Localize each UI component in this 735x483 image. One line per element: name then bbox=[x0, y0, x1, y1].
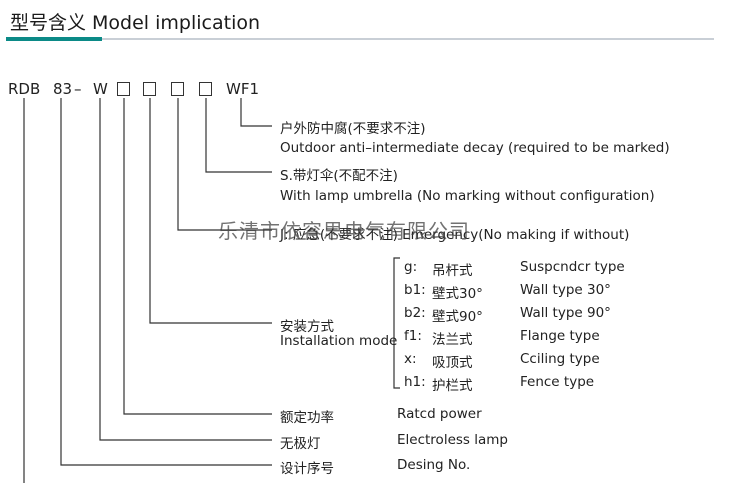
design-label-en: Desing No. bbox=[397, 457, 471, 473]
outdoor-label-en: Outdoor anti–intermediate decay (require… bbox=[280, 140, 670, 156]
option-code: h1: bbox=[404, 374, 426, 390]
outdoor-label-cn: 户外防中腐(不要求不注) bbox=[280, 121, 426, 137]
design-label-cn: 设计序号 bbox=[280, 461, 334, 477]
option-cn: 吊杆式 bbox=[432, 263, 473, 279]
code-box-umbrella bbox=[199, 82, 212, 96]
option-cn: 吸顶式 bbox=[432, 355, 473, 371]
power-label-cn: 额定功率 bbox=[280, 410, 334, 426]
title-accent-bar bbox=[6, 37, 102, 41]
install-label-en: Installation mode bbox=[280, 333, 398, 349]
code-box-install bbox=[143, 82, 156, 96]
option-code: b2: bbox=[404, 305, 426, 321]
code-suffix: WF1 bbox=[226, 80, 260, 98]
page-title: 型号含义 Model implication bbox=[10, 12, 261, 34]
option-en: Wall type 90° bbox=[520, 305, 611, 321]
install-label-cn: 安装方式 bbox=[280, 319, 334, 335]
line-series bbox=[60, 98, 272, 466]
company-watermark: 乐清市依容思电气有限公司 bbox=[218, 219, 470, 243]
option-en: Flange type bbox=[520, 328, 600, 344]
option-en: Cciling type bbox=[520, 351, 600, 367]
option-code: b1: bbox=[404, 282, 426, 298]
line-install bbox=[149, 98, 272, 324]
option-code: x: bbox=[404, 351, 417, 367]
line-umbrella bbox=[205, 98, 272, 173]
title-divider bbox=[6, 38, 714, 40]
code-series: 83 bbox=[53, 80, 73, 98]
code-lamp: W bbox=[93, 80, 108, 98]
option-en: Wall type 30° bbox=[520, 282, 611, 298]
lamp-label-cn: 无极灯 bbox=[280, 436, 321, 452]
code-box-emergency bbox=[171, 82, 184, 96]
umbrella-label-en: With lamp umbrella (No marking without c… bbox=[280, 188, 655, 204]
option-code: g: bbox=[404, 259, 418, 275]
options-bracket bbox=[393, 257, 400, 389]
option-en: Suspcndcr type bbox=[520, 259, 625, 275]
power-label-en: Ratcd power bbox=[397, 406, 482, 422]
option-en: Fence type bbox=[520, 374, 595, 390]
option-cn: 壁式30° bbox=[432, 286, 483, 302]
option-cn: 壁式90° bbox=[432, 309, 483, 325]
line-lamp bbox=[99, 98, 272, 441]
line-power bbox=[123, 98, 272, 415]
emergency-label: J: 应急(不要求不注) Emergency(No making if with… bbox=[280, 227, 630, 243]
code-box-power bbox=[117, 82, 130, 96]
line-outdoor bbox=[240, 98, 272, 127]
option-cn: 法兰式 bbox=[432, 332, 473, 348]
code-prefix: RDB bbox=[8, 80, 41, 98]
option-code: f1: bbox=[404, 328, 422, 344]
lamp-label-en: Electroless lamp bbox=[397, 432, 508, 448]
option-cn: 护栏式 bbox=[432, 378, 473, 394]
code-dash: – bbox=[74, 80, 82, 98]
line-emergency bbox=[177, 98, 272, 231]
umbrella-label-cn: S.带灯伞(不配不注) bbox=[280, 168, 398, 184]
